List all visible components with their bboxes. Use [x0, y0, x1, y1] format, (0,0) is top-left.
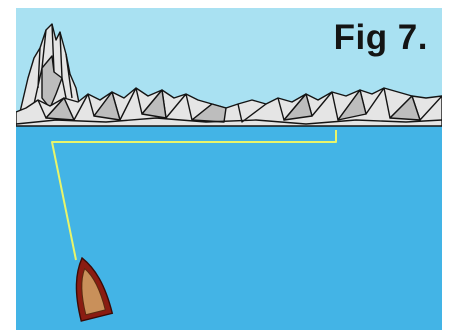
figure-label: Fig 7.: [334, 20, 428, 55]
diagram-figure: Fig 7.: [16, 8, 442, 330]
